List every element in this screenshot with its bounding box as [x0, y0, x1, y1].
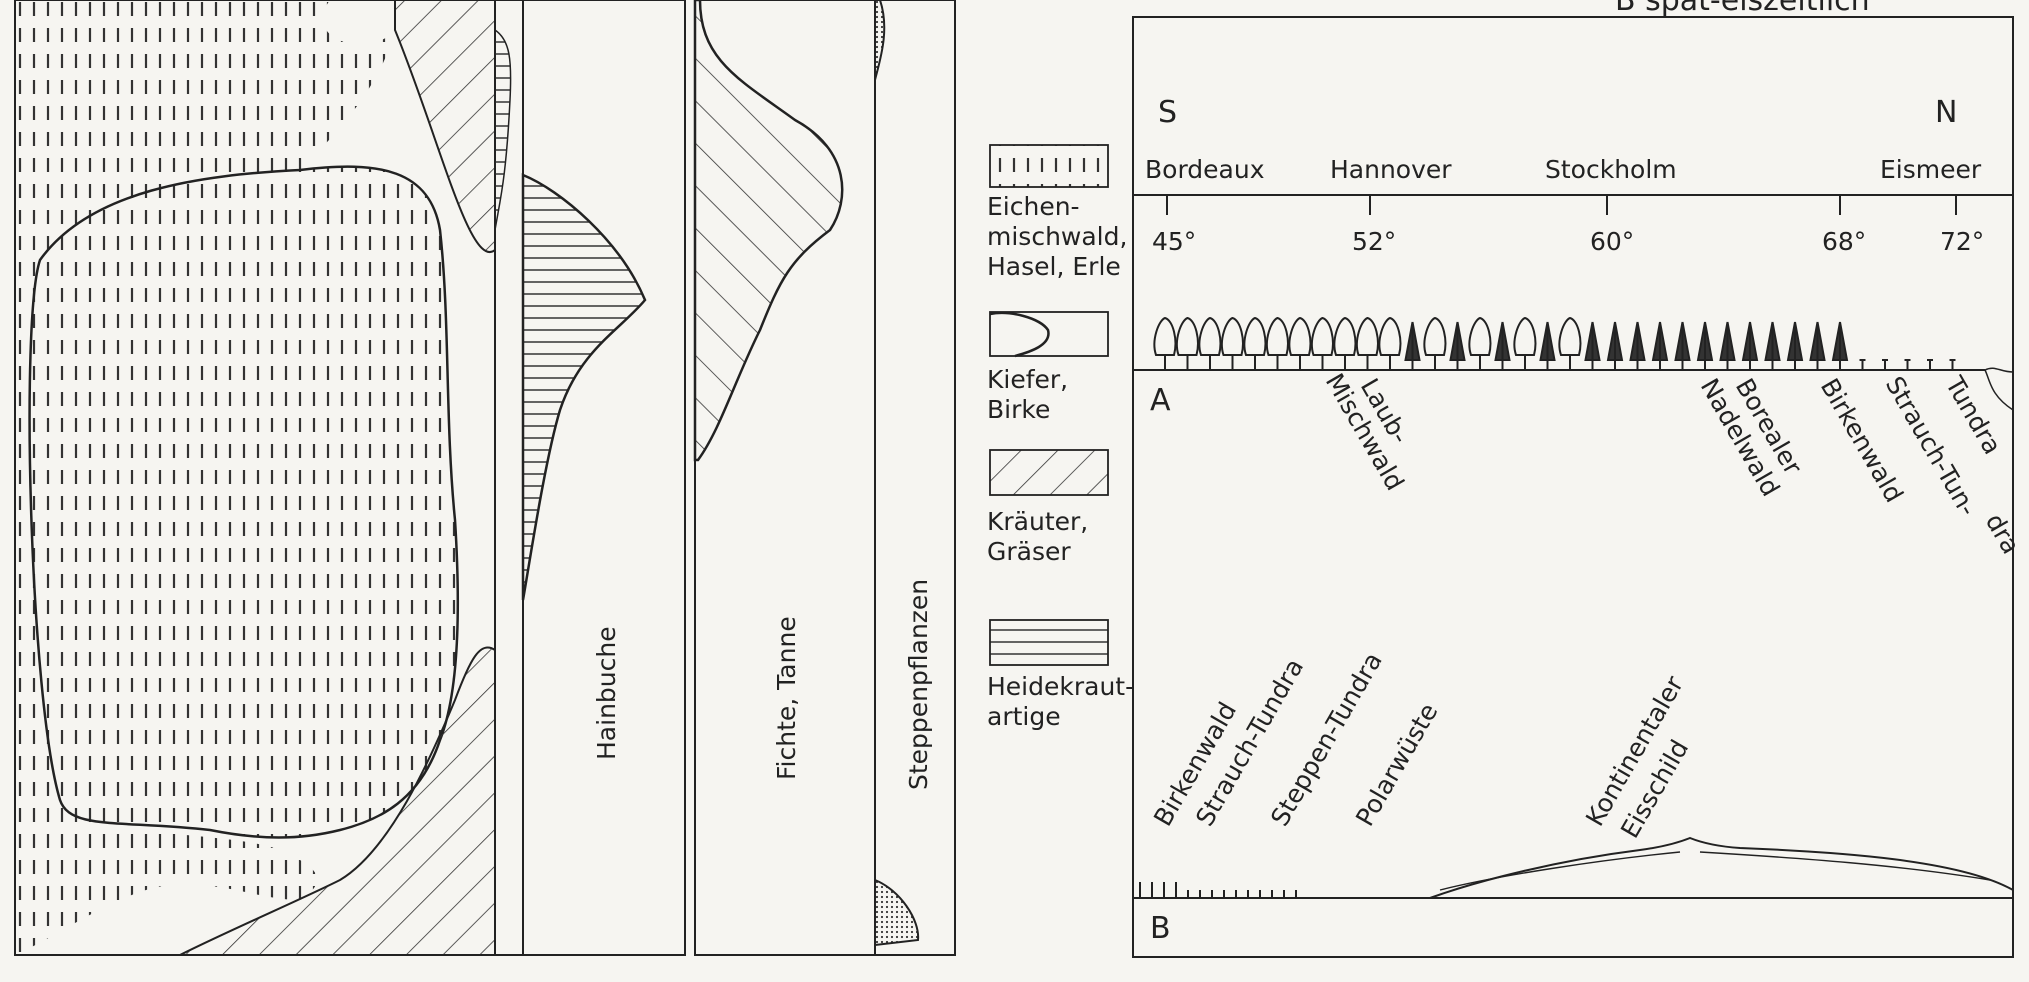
- conifer-icon: [1606, 321, 1624, 370]
- conifer-icon: [1904, 359, 1911, 370]
- deciduous-tree-icon: [1265, 316, 1289, 370]
- svg-text:Kiefer,: Kiefer,: [987, 365, 1068, 394]
- latitude-tick: 68°: [1822, 227, 1866, 256]
- svg-text:Hasel, Erle: Hasel, Erle: [987, 252, 1121, 281]
- section-label-a: A: [1150, 383, 1171, 418]
- direction-south: S: [1158, 95, 1177, 130]
- profile-title-partial: B spät-eiszeitlich: [1615, 0, 1870, 18]
- pollen-column-hainbuche: Hainbuche: [521, 0, 686, 956]
- conifer-icon: [1404, 321, 1421, 370]
- deciduous-tree-icon: [1198, 316, 1222, 370]
- deciduous-tree-icon: [1153, 316, 1177, 370]
- svg-text:mischwald,: mischwald,: [987, 222, 1127, 251]
- deciduous-tree-icon: [1558, 316, 1582, 370]
- kiefer-birke-outline: [28, 165, 460, 839]
- svg-text:Birke: Birke: [987, 395, 1050, 424]
- deciduous-tree-icon: [1468, 316, 1492, 370]
- legend-item-kraeuter-graeser: Kräuter, Gräser: [987, 449, 1109, 566]
- legend-item-kiefer-birke: Kiefer, Birke: [987, 311, 1109, 424]
- deciduous-tree-icon: [1243, 316, 1267, 370]
- deciduous-tree-icon: [1927, 359, 1933, 370]
- eichenmischwald-area: [15, 0, 395, 955]
- conifer-icon: [1494, 321, 1511, 370]
- conifer-icon: [1584, 321, 1601, 370]
- svg-text:Kräuter,: Kräuter,: [987, 507, 1088, 536]
- place-hannover: Hannover: [1330, 155, 1452, 184]
- deciduous-tree-icon: [1288, 316, 1312, 370]
- conifer-icon: [1719, 321, 1736, 370]
- pollen-column-steppenpflanzen: Steppenpflanzen: [874, 0, 956, 956]
- pollen-main-column: [14, 0, 524, 956]
- legend: Eichen- mischwald, Hasel, Erle Kiefer, B…: [987, 144, 1134, 731]
- legend-item-eichenmischwald: Eichen- mischwald, Hasel, Erle: [987, 144, 1127, 281]
- deciduous-tree-icon: [1310, 316, 1334, 370]
- conifer-icon: [1629, 321, 1646, 370]
- deciduous-tree-icon: [1513, 316, 1537, 370]
- deciduous-tree-icon: [1355, 316, 1379, 370]
- column-label-steppenpflanzen: Steppenpflanzen: [904, 579, 933, 790]
- zone-label: Tundra: [1939, 371, 2007, 460]
- conifer-icon: [1741, 321, 1759, 370]
- svg-text:Heidekraut-: Heidekraut-: [987, 672, 1134, 701]
- deciduous-tree-icon: [1333, 316, 1357, 370]
- svg-text:Eichen-: Eichen-: [987, 192, 1080, 221]
- deciduous-tree-icon: [1378, 316, 1402, 370]
- place-stockholm: Stockholm: [1545, 155, 1677, 184]
- vegetation-profile: B spät-eiszeitlich S N Bordeaux Hannover…: [1132, 0, 2026, 958]
- conifer-icon: [1764, 321, 1781, 370]
- deciduous-tree-icon: [1175, 316, 1199, 370]
- deciduous-tree-icon: [1220, 316, 1244, 370]
- conifer-icon: [1449, 321, 1466, 370]
- svg-text:Gräser: Gräser: [987, 537, 1071, 566]
- place-eismeer: Eismeer: [1880, 155, 1982, 184]
- svg-text:artige: artige: [987, 702, 1061, 731]
- latitude-tick: 72°: [1940, 227, 1984, 256]
- conifer-icon: [1859, 359, 1866, 370]
- deciduous-tree-icon: [1423, 316, 1447, 370]
- kraeuter-area: [179, 0, 496, 956]
- conifer-icon: [1539, 321, 1556, 370]
- conifer-icon: [1786, 321, 1804, 370]
- conifer-icon: [1809, 321, 1826, 370]
- column-label-fichte-tanne: Fichte, Tanne: [772, 616, 801, 780]
- ice-shield: [1429, 836, 2014, 899]
- conifer-icon: [1831, 321, 1849, 370]
- conifer-icon: [1651, 321, 1669, 370]
- place-bordeaux: Bordeaux: [1145, 155, 1265, 184]
- zone-label: Polarwüste: [1350, 698, 1443, 831]
- tree-row: [1153, 316, 1956, 370]
- conifer-icon: [1674, 321, 1691, 370]
- latitude-tick: 45°: [1152, 227, 1196, 256]
- shrub-row: [1139, 882, 1297, 898]
- latitude-tick: 60°: [1590, 227, 1634, 256]
- legend-item-heidekraut: Heidekraut- artige: [987, 619, 1134, 731]
- column-label-hainbuche: Hainbuche: [592, 626, 621, 760]
- latitude-axis: 45° 52° 60° 68° 72°: [1152, 195, 1984, 256]
- pollen-column-fichte-tanne: Fichte, Tanne: [693, 0, 876, 956]
- deciduous-tree-icon: [1882, 359, 1888, 370]
- section-label-b: B: [1150, 911, 1171, 946]
- direction-north: N: [1935, 95, 1957, 130]
- conifer-icon: [1696, 321, 1714, 370]
- conifer-icon: [1949, 359, 1956, 370]
- latitude-tick: 52°: [1352, 227, 1396, 256]
- zone-label: dra: [1980, 509, 2026, 559]
